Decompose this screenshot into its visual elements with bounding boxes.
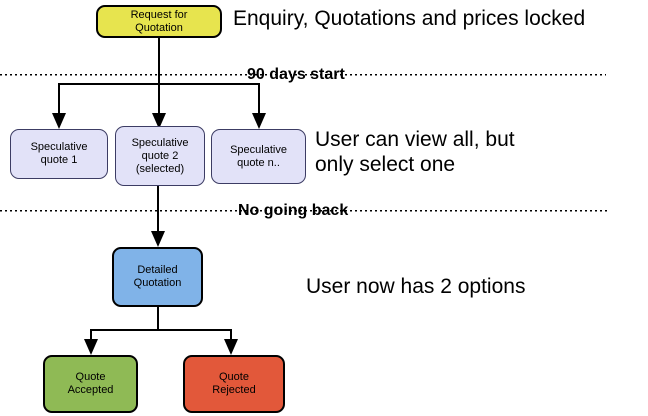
- arrowhead-spec2: [152, 113, 166, 129]
- divider-label-no-going-back: No going back: [238, 202, 349, 219]
- connector-detailed-down: [157, 307, 159, 330]
- connector-top-branch: [58, 83, 260, 85]
- divider-label-90-days-start: 90 days start: [247, 66, 345, 83]
- arrowhead-accepted: [84, 339, 98, 355]
- annotation-enquiry-prices-locked: Enquiry, Quotations and prices locked: [233, 7, 586, 30]
- arrowhead-spec3: [252, 113, 266, 129]
- connector-spec2-to-detailed: [157, 186, 159, 232]
- annotation-user-has-2-options: User now has 2 options: [306, 275, 526, 298]
- connector-rfq-down: [158, 38, 160, 84]
- node-request-for-quotation: Request for Quotation: [96, 5, 222, 38]
- node-quote-accepted: Quote Accepted: [43, 355, 138, 413]
- annotation-user-can-view-all: User can view all, but only select one: [315, 128, 515, 176]
- connector-to-spec1: [58, 85, 60, 114]
- node-detailed-quotation: Detailed Quotation: [112, 247, 203, 307]
- node-speculative-quote-2-selected: Speculative quote 2 (selected): [115, 126, 205, 186]
- connector-bottom-branch: [90, 329, 232, 331]
- connector-to-spec2: [158, 85, 160, 114]
- node-speculative-quote-n: Speculative quote n..: [211, 129, 306, 184]
- divider-no-going-back-line: [0, 210, 607, 212]
- connector-to-accepted: [90, 331, 92, 341]
- arrowhead-rejected: [224, 339, 238, 355]
- node-speculative-quote-1: Speculative quote 1: [10, 129, 108, 179]
- arrowhead-spec1: [52, 113, 66, 129]
- connector-to-spec3: [258, 85, 260, 114]
- divider-90-days-line: [0, 74, 606, 76]
- arrowhead-detailed: [151, 231, 165, 247]
- node-quote-rejected: Quote Rejected: [183, 355, 285, 413]
- connector-to-rejected: [230, 331, 232, 341]
